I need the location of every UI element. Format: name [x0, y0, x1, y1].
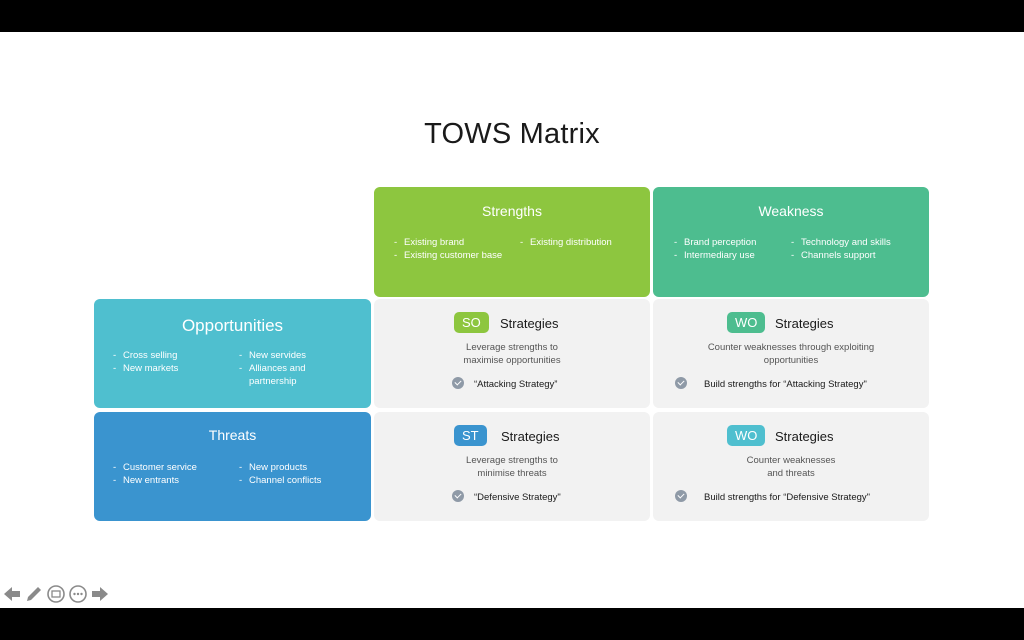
list-item: New entrants: [113, 474, 197, 487]
list-item: Channel conflicts: [239, 474, 321, 487]
st-cell: ST Strategies Leverage strengths to mini…: [374, 412, 650, 521]
strengths-box: Strengths Existing brand Existing custom…: [374, 187, 650, 297]
slide-title: TOWS Matrix: [424, 118, 600, 150]
threats-box: Threats Customer service New entrants Ne…: [94, 412, 371, 521]
wo-strategies-label: Strategies: [775, 429, 834, 444]
weakness-title: Weakness: [758, 203, 824, 219]
weakness-box: Weakness Brand perception Intermediary u…: [653, 187, 929, 297]
list-item: New products: [239, 461, 321, 474]
wo-badge: WO: [727, 312, 766, 333]
more-icon[interactable]: [68, 584, 88, 608]
wo-note: Build strengths for “Attacking Strategy": [704, 379, 867, 390]
pen-icon[interactable]: [24, 584, 44, 608]
wo-description-line1: Counter weaknesses through exploiting: [707, 342, 875, 353]
opportunities-list-left: Cross selling New markets: [113, 349, 178, 375]
list-item: Existing customer base: [394, 249, 502, 262]
slides-icon[interactable]: [46, 584, 66, 608]
presentation-toolbar: [0, 584, 120, 606]
threats-list-right: New products Channel conflicts: [239, 461, 321, 487]
wo-description-line2: and threats: [767, 468, 815, 479]
list-item: New markets: [113, 362, 178, 375]
strengths-list-right: Existing distribution: [520, 236, 612, 249]
opportunities-box: Opportunities Cross selling New markets …: [94, 299, 371, 408]
opportunities-list-right: New servides Alliances and partnership: [239, 349, 339, 388]
arrow-left-icon[interactable]: [2, 584, 22, 608]
list-item: New servides: [239, 349, 339, 362]
list-item: Channels support: [791, 249, 891, 262]
wo-threats-cell: WO Strategies Counter weaknesses and thr…: [653, 412, 929, 521]
so-description-line2: maximise opportunities: [463, 355, 561, 366]
weakness-list-right: Technology and skills Channels support: [791, 236, 891, 262]
list-item: Cross selling: [113, 349, 178, 362]
wo-note: Build strengths for “Defensive Strategy": [704, 492, 871, 503]
so-cell: SO Strategies Leverage strengths to maxi…: [374, 299, 650, 408]
st-strategies-label: Strategies: [501, 429, 560, 444]
list-item: Technology and skills: [791, 236, 891, 249]
threats-title: Threats: [208, 427, 257, 443]
wo-opportunities-cell: WO Strategies Counter weaknesses through…: [653, 299, 929, 408]
check-icon: [452, 377, 464, 389]
threats-list-left: Customer service New entrants: [113, 461, 197, 487]
strengths-title: Strengths: [482, 203, 542, 219]
so-badge: SO: [454, 312, 489, 333]
st-note: “Defensive Strategy": [474, 492, 561, 503]
list-item: Intermediary use: [674, 249, 756, 262]
list-item: Alliances and partnership: [239, 362, 339, 388]
so-note: “Attacking Strategy”: [474, 379, 558, 390]
list-item: Existing distribution: [520, 236, 612, 249]
check-icon: [675, 377, 687, 389]
opportunities-title: Opportunities: [181, 316, 284, 335]
st-badge: ST: [454, 425, 487, 446]
check-icon: [452, 490, 464, 502]
wo-badge: WO: [727, 425, 766, 446]
so-description-line1: Leverage strengths to: [466, 342, 558, 353]
wo-strategies-label: Strategies: [775, 316, 834, 331]
check-icon: [675, 490, 687, 502]
list-item: Customer service: [113, 461, 197, 474]
st-description-line1: Leverage strengths to: [466, 455, 558, 466]
weakness-list-left: Brand perception Intermediary use: [674, 236, 756, 262]
strengths-list-left: Existing brand Existing customer base: [394, 236, 502, 262]
st-description-line2: minimise threats: [477, 468, 547, 479]
list-item: Existing brand: [394, 236, 502, 249]
slide: TOWS Matrix Strengths Existing brand Exi…: [0, 32, 1024, 608]
list-item: Brand perception: [674, 236, 756, 249]
wo-description-line1: Counter weaknesses: [746, 455, 836, 466]
arrow-right-icon[interactable]: [90, 584, 110, 608]
wo-description-line2: opportunities: [763, 355, 819, 366]
so-strategies-label: Strategies: [500, 316, 559, 331]
